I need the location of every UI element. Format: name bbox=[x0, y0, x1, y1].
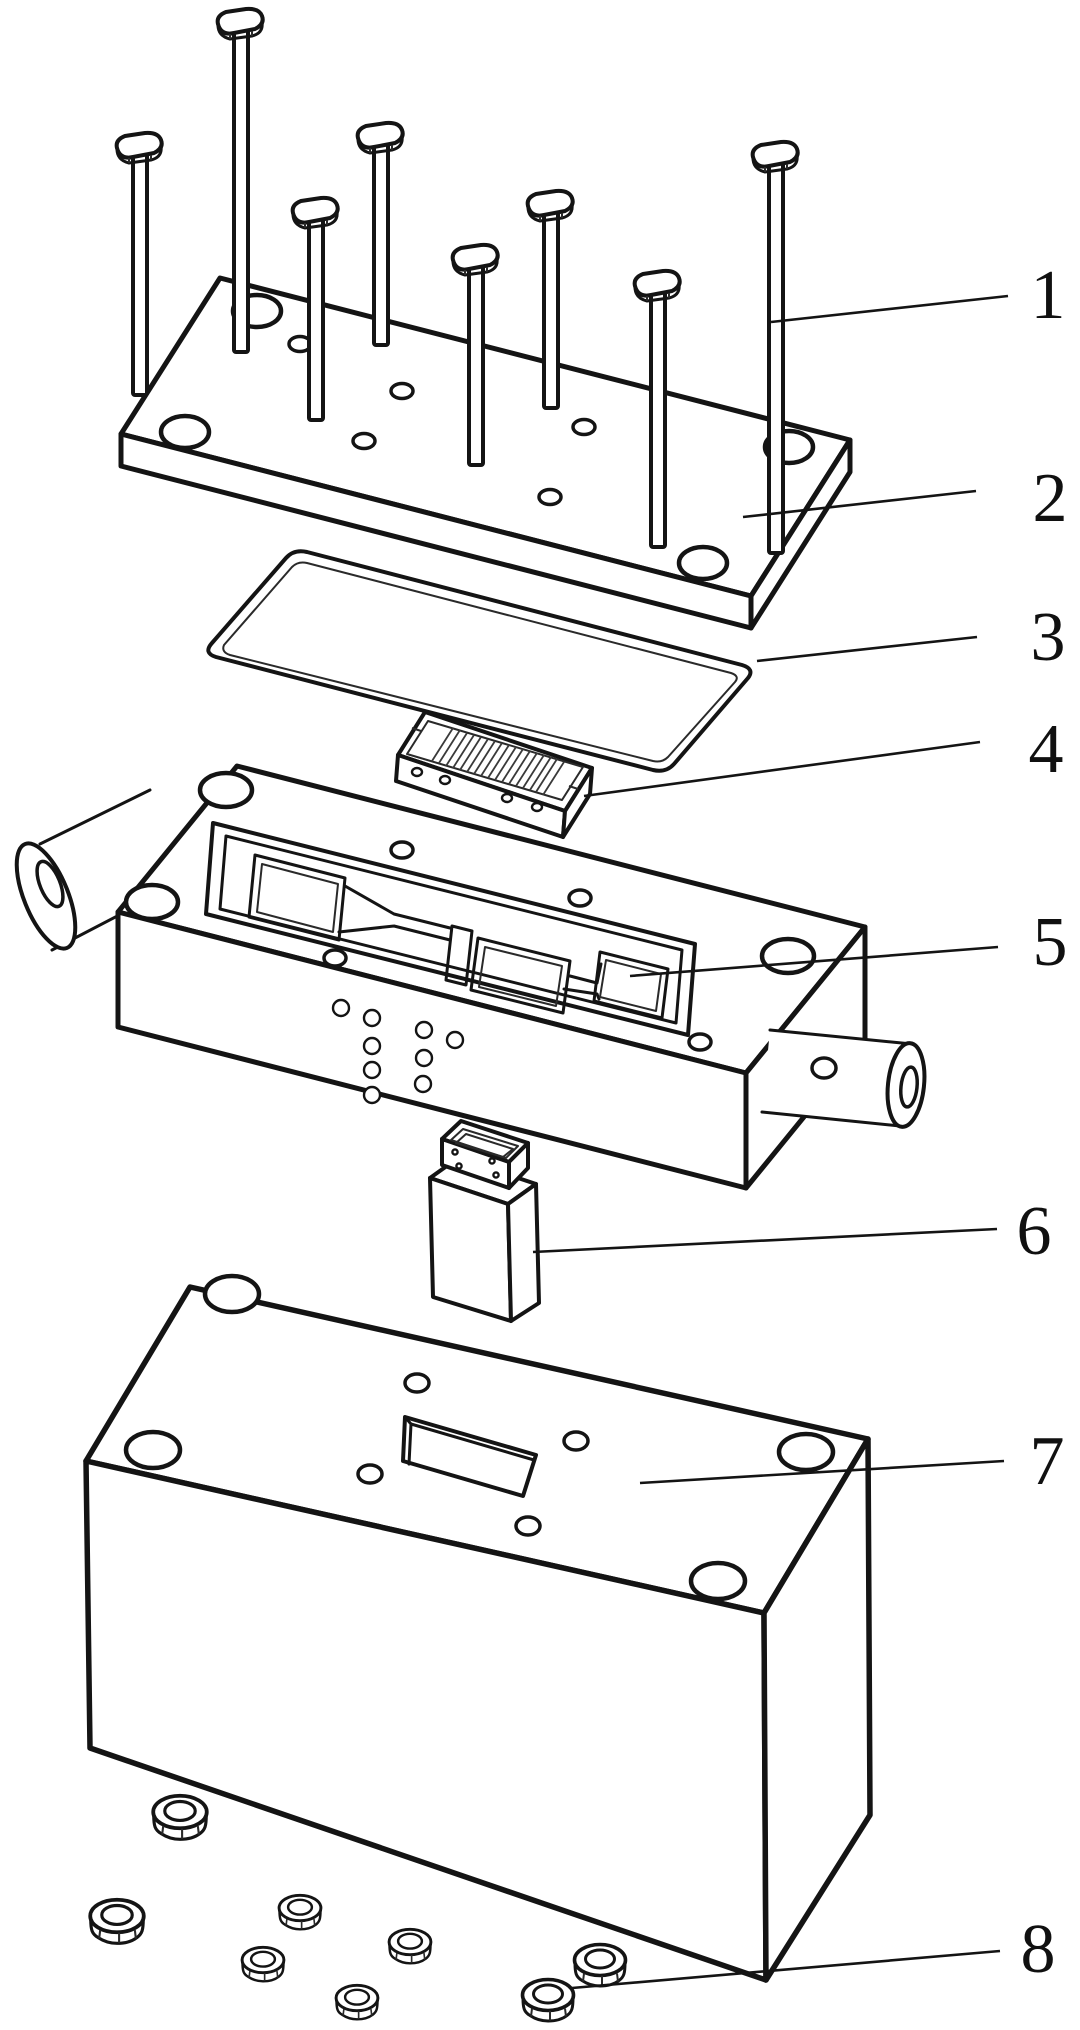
bolt bbox=[355, 120, 405, 347]
plate-corner-hole bbox=[158, 413, 212, 451]
part-chip bbox=[394, 710, 594, 839]
right-port-tube bbox=[760, 1028, 927, 1129]
callout-5-leader-middle-block bbox=[629, 945, 999, 978]
bolt bbox=[750, 139, 800, 555]
callout-3-leader-gasket-frame bbox=[756, 635, 978, 663]
hex-nut bbox=[334, 1983, 380, 2022]
part-top-plate bbox=[118, 275, 853, 631]
bolt bbox=[450, 242, 500, 467]
hex-nut bbox=[520, 1977, 576, 2024]
mold-cavity bbox=[204, 821, 697, 1037]
callout-8-number: 8 bbox=[1021, 1911, 1056, 1988]
callout-6-number: 6 bbox=[1017, 1193, 1052, 1270]
bolt bbox=[632, 268, 682, 549]
hex-nut bbox=[277, 1893, 323, 1932]
callout-7-leader-bottom-block bbox=[639, 1459, 1005, 1485]
hex-nut bbox=[240, 1945, 286, 1984]
plate-small-hole bbox=[351, 431, 377, 451]
callout-3-number: 3 bbox=[1031, 599, 1066, 676]
callout-7-number: 7 bbox=[1030, 1423, 1065, 1500]
plate-small-hole bbox=[389, 381, 415, 401]
hex-nut bbox=[572, 1942, 628, 1989]
hex-nut bbox=[151, 1793, 209, 1842]
callout-4-number: 4 bbox=[1029, 711, 1064, 788]
part-bottom-block bbox=[83, 1273, 873, 1983]
callout-8-leader-hex-nut bbox=[571, 1949, 1001, 1990]
part-middle-block bbox=[14, 763, 927, 1191]
bolt bbox=[290, 195, 340, 422]
plate-small-hole bbox=[571, 417, 597, 437]
bolt bbox=[525, 188, 575, 410]
callout-2-leader-top-plate bbox=[742, 489, 977, 519]
bolt bbox=[215, 6, 265, 354]
part-insert-plug bbox=[428, 1119, 541, 1323]
part-bolts bbox=[114, 6, 800, 555]
hex-nut bbox=[387, 1927, 433, 1966]
part-gasket bbox=[206, 549, 753, 773]
hex-nut bbox=[88, 1897, 146, 1946]
front-face-ports bbox=[331, 998, 465, 1105]
plate-small-hole bbox=[537, 487, 563, 507]
chip-channel-hatch bbox=[431, 727, 565, 796]
insert-socket bbox=[401, 1415, 538, 1498]
callout-1-leader-bolt bbox=[770, 294, 1009, 324]
callout-1-number: 1 bbox=[1031, 257, 1066, 334]
callout-5-number: 5 bbox=[1033, 904, 1068, 981]
callout-2-number: 2 bbox=[1033, 460, 1068, 537]
callout-layer: 1 2 3 4 5 6 7 8 bbox=[532, 257, 1068, 1990]
bolt bbox=[114, 130, 164, 397]
plate-corner-hole bbox=[676, 544, 730, 582]
callout-6-leader-insert-plug bbox=[532, 1227, 998, 1254]
callout-4-leader-chip-slide bbox=[583, 740, 981, 798]
